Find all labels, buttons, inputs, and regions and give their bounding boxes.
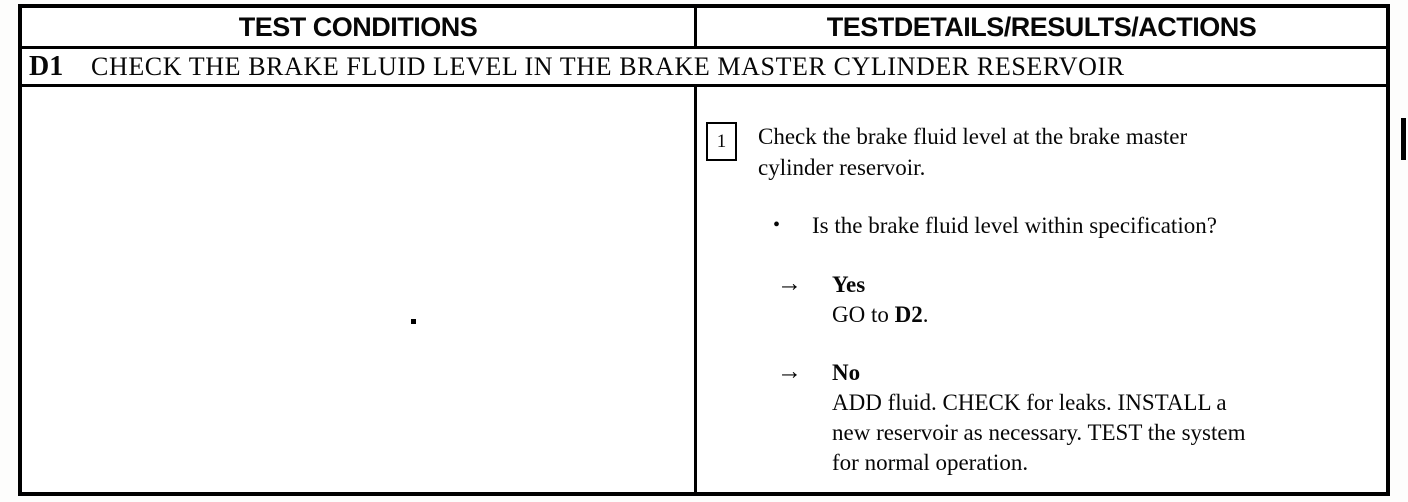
result-no-label: No xyxy=(832,360,861,385)
result-yes-label: Yes xyxy=(832,272,866,297)
result-no: → No ADD fluid. CHECK for leaks. INSTALL… xyxy=(777,358,1374,478)
result-yes-action-suffix: . xyxy=(922,302,929,327)
header-test-conditions: TEST CONDITIONS xyxy=(22,8,697,46)
section-title-row: D1 CHECK THE BRAKE FLUID LEVEL IN THE BR… xyxy=(22,49,1386,87)
test-conditions-cell xyxy=(22,87,697,492)
arrow-right-icon: → xyxy=(777,270,802,297)
table-body-row: 1 Check the brake fluid level at the bra… xyxy=(22,87,1386,492)
table-header-row: TEST CONDITIONS TESTDETAILS/RESULTS/ACTI… xyxy=(22,8,1386,49)
section-id: D1 xyxy=(29,50,64,82)
step-instruction: Check the brake fluid level at the brake… xyxy=(758,124,1188,180)
question-line: • Is the brake fluid level within specif… xyxy=(773,210,1374,241)
result-no-body: No ADD fluid. CHECK for leaks. INSTALL a… xyxy=(832,358,1245,478)
arrow-right-icon: → xyxy=(777,358,802,385)
scan-artifact-edge-mark xyxy=(1401,118,1406,160)
section-title: CHECK THE BRAKE FLUID LEVEL IN THE BRAKE… xyxy=(91,51,1125,81)
result-yes-action: GO to D2. xyxy=(832,300,929,330)
test-details-cell: 1 Check the brake fluid level at the bra… xyxy=(697,87,1386,492)
pinpoint-test-table: TEST CONDITIONS TESTDETAILS/RESULTS/ACTI… xyxy=(18,4,1390,496)
step-number-box: 1 xyxy=(706,122,737,161)
result-yes-action-prefix: GO to xyxy=(832,302,895,327)
result-yes-body: Yes GO to D2. xyxy=(832,270,929,330)
result-yes-action-ref: D2 xyxy=(894,302,923,327)
result-yes: → Yes GO to D2. xyxy=(777,270,1374,330)
header-test-conditions-label: TEST CONDITIONS xyxy=(238,11,478,42)
scan-artifact-dot xyxy=(411,319,416,324)
header-test-details: TESTDETAILS/RESULTS/ACTIONS xyxy=(697,8,1386,46)
header-test-details-label: TESTDETAILS/RESULTS/ACTIONS xyxy=(826,11,1257,42)
bullet-icon: • xyxy=(773,214,781,236)
question-text: Is the brake fluid level within specific… xyxy=(812,213,1217,238)
step-1: 1 Check the brake fluid level at the bra… xyxy=(706,121,1374,183)
